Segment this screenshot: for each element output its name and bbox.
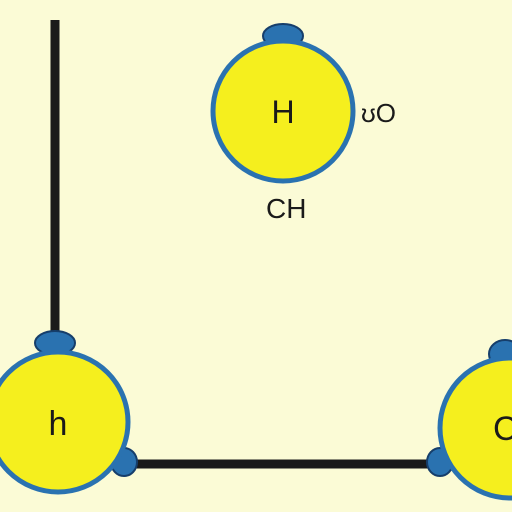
atom-top-circle (210, 38, 356, 184)
atom-top-label: H (271, 94, 294, 130)
atom-bottom-left: h (0, 349, 131, 495)
atom-bottom-right-circle (437, 355, 512, 501)
atom-bottom-left-circle (0, 349, 131, 495)
atom-bottom-left-label: h (49, 405, 68, 443)
bonds (50, 20, 438, 469)
atom-top: H (210, 38, 356, 184)
label-uo: ʊO (361, 98, 396, 128)
atom-bottom-right-label: C (493, 410, 512, 448)
label-ch: CH (266, 193, 306, 224)
atom-bottom-right: C (437, 355, 512, 501)
